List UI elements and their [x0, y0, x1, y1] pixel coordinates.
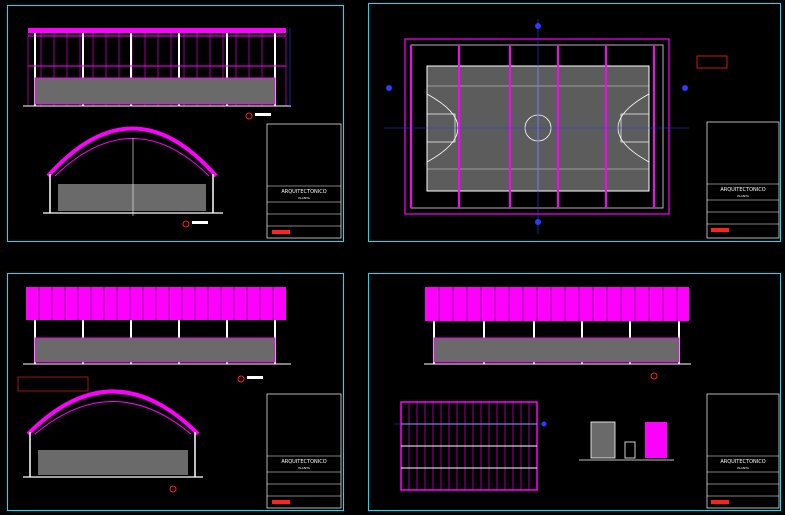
sheet-2-drawing: ARQUITECTONICO PLANTA — [384, 19, 780, 239]
drawing-sheet-3: ARQUITECTONICO PLANTA — [7, 273, 344, 511]
column-details — [579, 421, 674, 461]
rear-elevation — [424, 287, 691, 380]
title-block-1-title: ARQUITECTONICO — [281, 189, 326, 195]
title-block-3-sub: PLANTA — [298, 466, 310, 470]
title-block-4-sub: PLANTA — [737, 466, 749, 470]
drawing-sheet-4: ARQUITECTONICO PLANTA — [368, 273, 781, 511]
arched-section-2 — [23, 389, 203, 493]
sheet-1-drawing: ARQUITECTONICO PLANTA — [23, 28, 342, 239]
title-block-3: ARQUITECTONICO PLANTA — [266, 393, 342, 509]
roof-plan — [394, 401, 547, 491]
title-block-4: ARQUITECTONICO PLANTA — [706, 393, 780, 509]
title-block-4-title: ARQUITECTONICO — [720, 459, 765, 465]
title-block-1-sub: PLANTA — [298, 196, 310, 200]
drawing-sheet-1: ARQUITECTONICO PLANTA — [7, 5, 344, 242]
arched-section — [43, 126, 223, 228]
title-block-2: ARQUITECTONICO PLANTA — [706, 121, 780, 239]
title-block-1: ARQUITECTONICO PLANTA — [266, 123, 342, 239]
title-block-2-title: ARQUITECTONICO — [720, 187, 765, 193]
title-block-3-title: ARQUITECTONICO — [281, 459, 326, 465]
sheet-3-drawing: ARQUITECTONICO PLANTA — [17, 287, 342, 509]
side-elevation — [17, 287, 291, 392]
title-block-2-sub: PLANTA — [737, 194, 749, 198]
front-elevation — [23, 28, 291, 120]
court-plan — [384, 19, 728, 234]
drawing-sheet-2: ARQUITECTONICO PLANTA — [368, 3, 781, 242]
sheet-4-drawing: ARQUITECTONICO PLANTA — [394, 287, 780, 509]
